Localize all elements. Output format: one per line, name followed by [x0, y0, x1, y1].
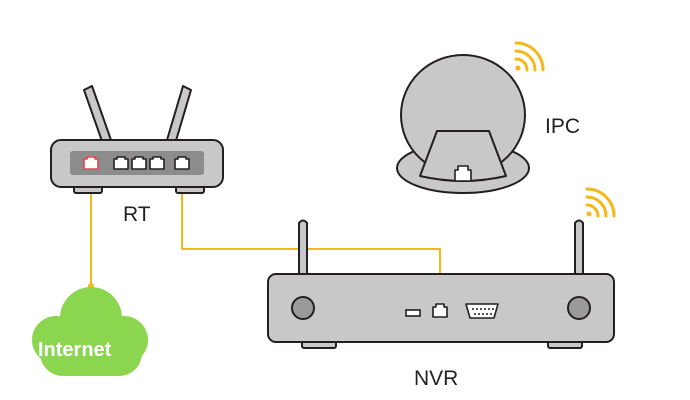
router-antenna-right: [166, 85, 192, 145]
wifi-icon: [514, 41, 545, 72]
nvr-label: NVR: [414, 367, 459, 390]
nvr-antenna-knob-left: [291, 296, 315, 320]
router-lan-port: [113, 156, 129, 170]
router-wan-port: [83, 156, 99, 170]
camera-port: [454, 165, 472, 182]
nvr-antenna-knob-right: [567, 296, 591, 320]
nvr-lan-port: [432, 303, 448, 318]
cloud-icon: [32, 287, 148, 376]
wifi-icon: [585, 187, 616, 218]
router-lan-port: [131, 156, 147, 170]
router-label: RT: [123, 203, 151, 226]
camera-label: IPC: [545, 115, 581, 138]
router-lan-port: [149, 156, 165, 170]
nvr-vga-port: [465, 303, 499, 319]
nvr-usb-port: [405, 309, 421, 317]
router-lan-port: [174, 156, 190, 170]
router-antenna-left: [83, 85, 112, 145]
nvr-icon: [267, 219, 615, 349]
internet-label: Internet: [38, 339, 112, 361]
router-icon: [50, 85, 224, 194]
router-ports: [83, 156, 190, 170]
